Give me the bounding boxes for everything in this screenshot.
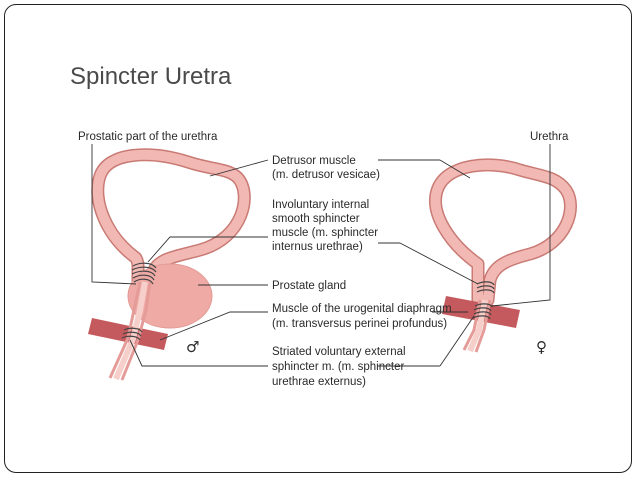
label-detrusor-1: Detrusor muscle [272,155,356,167]
label-striated-2: sphincter m. (m. sphincter [272,361,404,373]
female-symbol: ♀ [536,338,547,356]
slide-title: Spincter Uretra [70,63,232,90]
label-involuntary-1: Involuntary internal [272,199,369,211]
male-bladder [91,148,251,289]
label-involuntary-2: smooth sphincter [272,213,360,225]
label-prostate: Prostate gland [272,280,346,292]
female-internal-sphincter [476,281,495,294]
female-bladder [429,158,577,307]
label-urogenital-1: Muscle of the urogenital diaphragm [272,303,452,315]
label-striated-3: urethrae externus) [272,376,366,388]
label-detrusor-2: (m. detrusor vesicae) [272,169,380,181]
female-external-sphincter [472,303,493,320]
label-urethra: Urethra [530,131,569,143]
male-internal-sphincter [131,262,157,285]
label-involuntary-4: internus urethrae) [272,241,363,253]
label-urogenital-2: (m. transversus perinei profundus) [272,318,447,330]
male-external-sphincter [121,327,143,341]
label-striated-1: Striated voluntary external [272,346,406,358]
leader-lines [91,144,551,367]
female-urethra [462,299,492,353]
label-prostatic-part: Prostatic part of the urethra [78,131,218,143]
label-involuntary-3: muscle (m. sphincter [272,227,378,239]
male-symbol: ♂ [186,338,199,356]
male-urethra [108,281,152,381]
